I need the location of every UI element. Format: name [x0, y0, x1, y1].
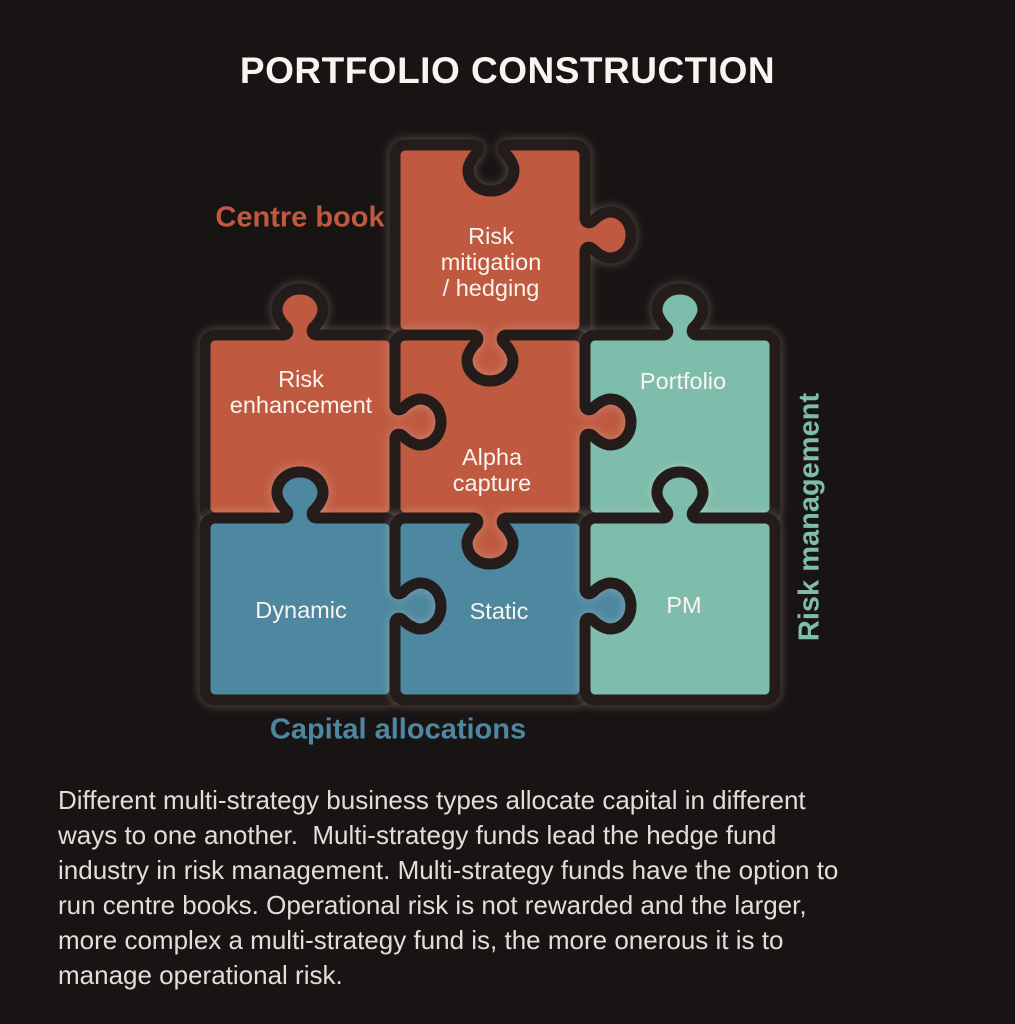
piece-pm: [579, 466, 781, 706]
group-label-centre-book: Centre book: [215, 201, 385, 234]
piece-label-risk-enhancement: Risk enhancement: [229, 366, 373, 418]
page-title: PORTFOLIO CONSTRUCTION: [239, 50, 776, 91]
piece-label-dynamic: Dynamic: [255, 597, 347, 624]
group-label-capital-allocations: Capital allocations: [269, 713, 527, 746]
group-label-risk-management: Risk management: [793, 392, 826, 642]
piece-label-pm: PM: [666, 592, 702, 619]
puzzle-pieces: [199, 139, 781, 706]
piece-label-alpha-capture: Alpha capture: [452, 444, 532, 496]
piece-label-portfolio: Portfolio: [639, 368, 727, 395]
piece-label-risk-mitigation: Risk mitigation / hedging: [440, 223, 542, 301]
piece-label-static: Static: [469, 598, 529, 625]
description-paragraph: Different multi-strategy business types …: [58, 785, 839, 990]
